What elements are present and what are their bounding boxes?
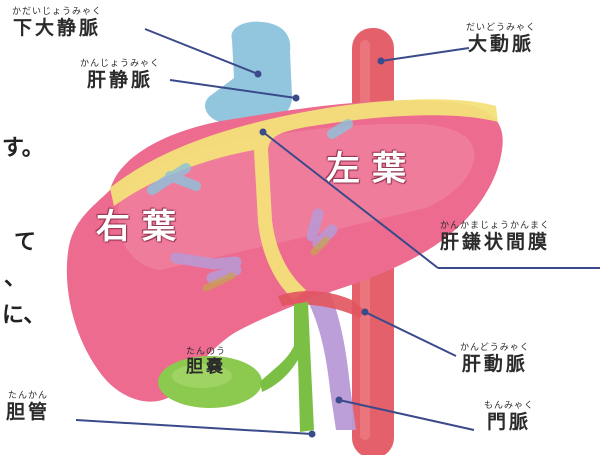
aorta-ruby: だいどうみゃく (466, 24, 536, 33)
aorta-text: 大動脈 (466, 35, 536, 54)
falciform-ruby: かんかまじょうかんまく (440, 222, 550, 231)
ivc-vessel (205, 22, 292, 122)
bile-duct-label: たんかん 胆管 (6, 392, 50, 422)
side-text-fragment-2: て (14, 232, 36, 254)
hepatic-vein-label: かんじょうみゃく 肝静脈 (80, 60, 160, 90)
portal-vein-label: もんみゃく 門脈 (484, 402, 534, 432)
gallbladder-ruby: たんのう (186, 348, 226, 357)
bile-duct-text: 胆管 (6, 403, 50, 422)
falciform-label: かんかまじょうかんまく 肝鎌状間膜 (440, 222, 550, 252)
hepatic-artery-ruby: かんどうみゃく (460, 344, 530, 353)
side-text-fragment-1: す。 (2, 138, 44, 160)
right-lobe-label: 右葉 (96, 210, 188, 244)
portal-vein-text: 門脈 (484, 413, 534, 432)
gallbladder-label: たんのう 胆嚢 (186, 348, 226, 376)
ivc-ruby: かだいじょうみゃく (12, 8, 102, 17)
side-text-fragment-3: 、 (4, 268, 26, 290)
falciform-text: 肝鎌状間膜 (440, 233, 550, 252)
left-lobe-label: 左葉 (326, 152, 418, 186)
hepatic-vein-text: 肝静脈 (80, 71, 160, 90)
aorta-label: だいどうみゃく 大動脈 (466, 24, 536, 54)
hepatic-artery-text: 肝動脈 (460, 355, 530, 374)
bile-duct-ruby: たんかん (6, 392, 50, 401)
hepatic-artery-label: かんどうみゃく 肝動脈 (460, 344, 530, 374)
ivc-text: 下大静脈 (12, 19, 102, 38)
portal-vein-ruby: もんみゃく (484, 402, 534, 411)
bile-duct (260, 302, 314, 432)
side-text-fragment-4: に、 (2, 305, 45, 327)
gallbladder-text: 胆嚢 (186, 359, 226, 376)
hepatic-vein-ruby: かんじょうみゃく (80, 60, 160, 69)
ivc-label: かだいじょうみゃく 下大静脈 (12, 8, 102, 38)
